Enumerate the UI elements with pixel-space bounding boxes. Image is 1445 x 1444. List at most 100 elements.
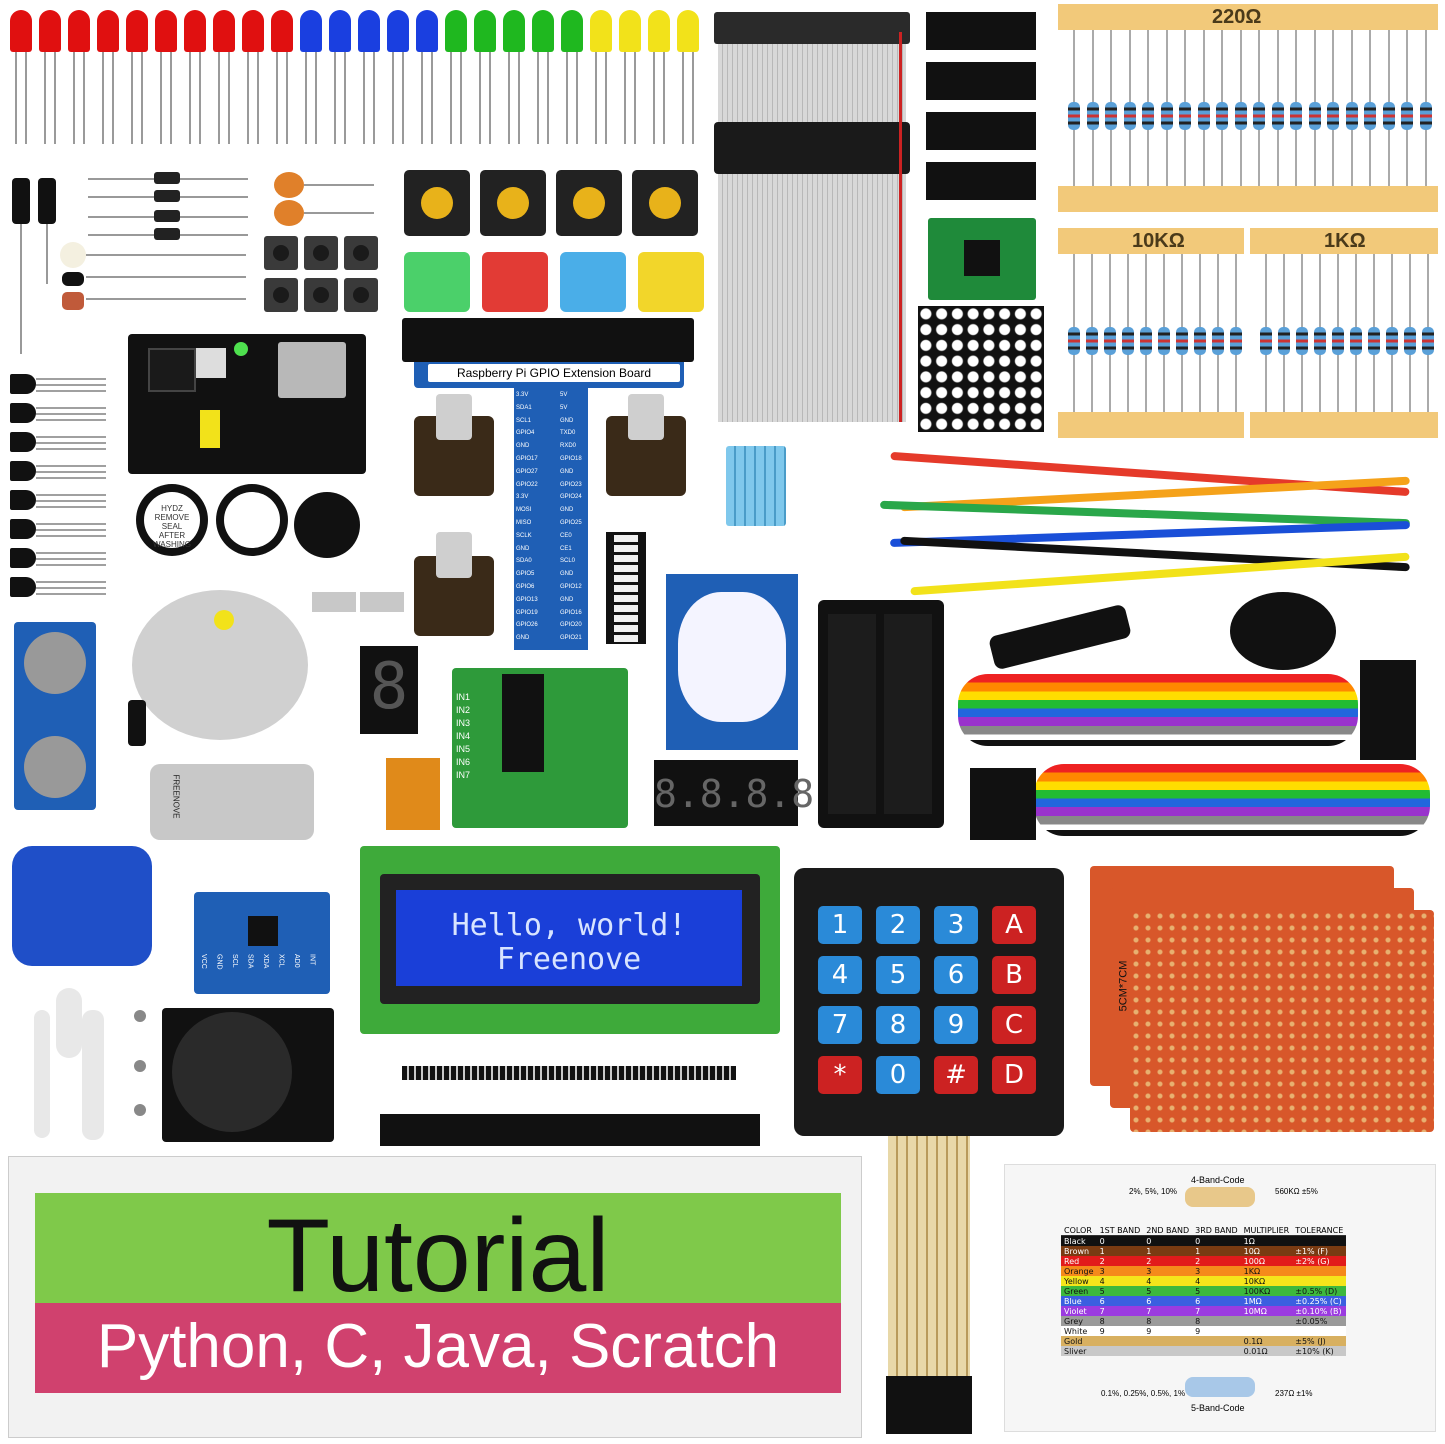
color-table-cell: ±5% (J) [1295,1336,1326,1346]
driver-input-label: IN3 [456,718,471,728]
resistor [1216,101,1229,130]
servo-motor [12,846,152,966]
color-table-cell: 2 [1099,1256,1105,1266]
led-lead [663,52,665,144]
color-table-cell: 1MΩ [1243,1296,1262,1306]
led-lead [305,52,307,144]
transistor [10,548,36,568]
led-lead [15,52,17,144]
keypad-key[interactable]: # [934,1056,978,1094]
led-lead [315,52,317,144]
rgb-led [60,242,86,268]
color-table-cell: ±2% (G) [1295,1256,1330,1266]
led-lead [257,52,259,144]
gpio-pin-label: GPIO5 [516,571,535,578]
color-table-cell: ±10% (K) [1295,1346,1334,1356]
color-table-cell: ±0.05% [1295,1316,1328,1326]
gpio-pin-label: GPIO12 [560,584,582,590]
led-lead [605,52,607,144]
resistor [1350,326,1362,355]
driver-input-label: IN7 [456,770,471,780]
keypad-key[interactable]: C [992,1006,1036,1044]
color-table-cell: Grey [1064,1316,1083,1326]
resistor [1160,101,1173,130]
color-code-5-left: 0.1%, 0.25%, 0.5%, 1% [1101,1389,1186,1398]
led [387,10,409,52]
resistor [1197,101,1210,130]
color-table-cell [1292,1236,1346,1247]
led-lead [228,52,230,144]
keypad-key[interactable]: * [818,1056,862,1094]
resistor [1234,101,1247,130]
gpio-pin-label: GPIO16 [560,609,582,616]
gpio-pin-label: SDA1 [516,404,532,411]
led-bar-graph [606,532,646,644]
gpio-pin-label: GPIO25 [560,520,582,526]
resistor [1105,101,1118,130]
color-table-cell: 100KΩ [1243,1286,1271,1296]
resistor [1401,101,1414,130]
four-digit-display: 8.8.8.8 [654,760,815,826]
tutorial-languages: Python, C, Java, Scratch [96,1312,780,1381]
keypad-key[interactable]: 9 [934,1006,978,1044]
keypad-key[interactable]: D [992,1056,1036,1094]
color-table-cell: Sliver [1064,1346,1087,1356]
resistor [1290,101,1303,130]
transistor-lead [36,564,106,566]
driver-input-label: IN6 [456,757,471,767]
color-table-cell [1192,1346,1240,1356]
dc-motor: FREENOVE [150,764,314,840]
keypad-key[interactable]: 7 [818,1006,862,1044]
keypad-key[interactable]: 5 [876,956,920,994]
keypad-key[interactable]: 1 [818,906,862,944]
relay [386,758,440,830]
transistor [10,490,36,510]
led [213,10,235,52]
pcb-size-label: 5CM*7CM [1117,960,1130,1012]
led-lead [247,52,249,144]
color-table-cell: 10KΩ [1243,1276,1266,1286]
keypad-key[interactable]: A [992,906,1036,944]
lcd-line-1: Hello, world! [451,908,687,943]
led [503,10,525,52]
gpio-pin-label: GND [516,443,530,450]
led-lead [276,52,278,144]
keypad-key[interactable]: 6 [934,956,978,994]
gpio-pin-label: SCLK [516,532,532,539]
led-lead [363,52,365,144]
color-table-cell: ±0.5% (D) [1295,1286,1338,1296]
breadboard-power-module [128,334,366,474]
color-table-cell: Yellow [1064,1276,1089,1286]
transistor-lead [36,552,106,554]
keypad-key[interactable]: 3 [934,906,978,944]
led-lead [344,52,346,144]
led [445,10,467,52]
driver-input-label: IN2 [456,705,471,715]
color-table-cell: 10Ω [1243,1246,1260,1256]
keypad-key[interactable]: B [992,956,1036,994]
resistor-10k-label: 10KΩ [1132,230,1185,252]
gpio-pin-label: 5V [560,404,568,411]
lcd-module: Hello, world! Freenove [360,846,780,1034]
keypad-key[interactable]: 0 [876,1056,920,1094]
keypad-key[interactable]: 4 [818,956,862,994]
gpio-pin-label: CE1 [560,545,572,552]
gpio-pin-label: GPIO26 [516,622,538,629]
joystick-module [162,1008,334,1142]
transistor [10,374,36,394]
four-digit-value: 8.8.8.8 [654,772,815,816]
transistor-lead [36,465,106,467]
accel-pin-label: SDA [246,954,254,969]
keypad-key[interactable]: 2 [876,906,920,944]
transistor-lead [36,523,106,525]
keypad-key[interactable]: 8 [876,1006,920,1044]
transistor-lead [36,442,106,444]
led [358,10,380,52]
resistor [1253,101,1266,130]
led [474,10,496,52]
adc-module [928,218,1036,300]
